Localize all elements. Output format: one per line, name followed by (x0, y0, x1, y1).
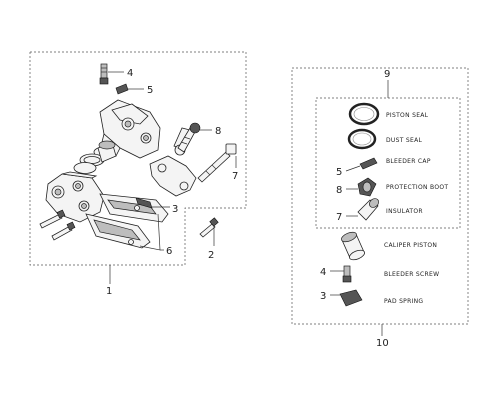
kit-label-insulator: INSULATOR (386, 208, 423, 215)
kit-num-3: 3 (320, 291, 326, 302)
slide-pin-8 (177, 122, 201, 153)
kit-num-8: 8 (336, 185, 342, 196)
repair-kit-group: 9 PISTON SEAL DUST SEAL 5 BLEEDER CAP 8 … (291, 67, 469, 349)
assembly-boundary (29, 51, 247, 266)
callout-7: 7 (232, 171, 238, 182)
bleeder-cap-part (345, 157, 378, 172)
protection-boot-part (346, 177, 377, 197)
caliper-piston-part (341, 231, 365, 261)
bleeder-screw-top (99, 63, 109, 85)
bleeder-cap-top (115, 83, 129, 95)
callout-10: 10 (376, 338, 389, 349)
bleeder-screw-part (330, 265, 352, 283)
callout-1: 1 (106, 286, 112, 297)
pad-spring (135, 197, 153, 209)
pad-spring-part (330, 289, 363, 307)
caliper-body-lower (45, 171, 105, 223)
kit-label-protection-boot: PROTECTION BOOT (386, 184, 448, 191)
kit-label-piston-seal: PISTON SEAL (386, 112, 429, 119)
dust-seal-part (347, 128, 377, 150)
kit-label-bleeder-screw: BLEEDER SCREW (384, 271, 439, 278)
caliper-assembly-group (29, 51, 247, 266)
callout-9: 9 (384, 69, 390, 80)
kit-num-7: 7 (336, 212, 342, 223)
callout-4: 4 (127, 68, 133, 79)
piston-seal-part (348, 102, 380, 126)
callouts-left: 4 5 8 7 3 6 2 1 (106, 68, 238, 297)
callout-8: 8 (215, 126, 221, 137)
caliper-piston-left (97, 140, 117, 163)
callout-6: 6 (166, 246, 172, 257)
kit-num-4: 4 (320, 267, 326, 278)
mounting-bolts (39, 209, 76, 241)
callout-3: 3 (172, 204, 178, 215)
kit-num-5: 5 (336, 167, 342, 178)
kit-label-caliper-piston: CALIPER PISTON (384, 242, 437, 249)
kit-label-pad-spring: PAD SPRING (384, 298, 423, 305)
brake-pads (85, 193, 169, 249)
kit-outer-boundary (291, 67, 469, 325)
slide-pin-7 (197, 143, 237, 183)
kit-label-bleeder-cap: BLEEDER CAP (386, 158, 431, 165)
kit-label-dust-seal: DUST SEAL (386, 137, 422, 144)
mounting-bracket (149, 127, 197, 197)
callout-5: 5 (147, 85, 153, 96)
bracket-bolt-2 (199, 217, 219, 238)
insulator-part (346, 198, 379, 221)
callout-2: 2 (208, 250, 214, 261)
